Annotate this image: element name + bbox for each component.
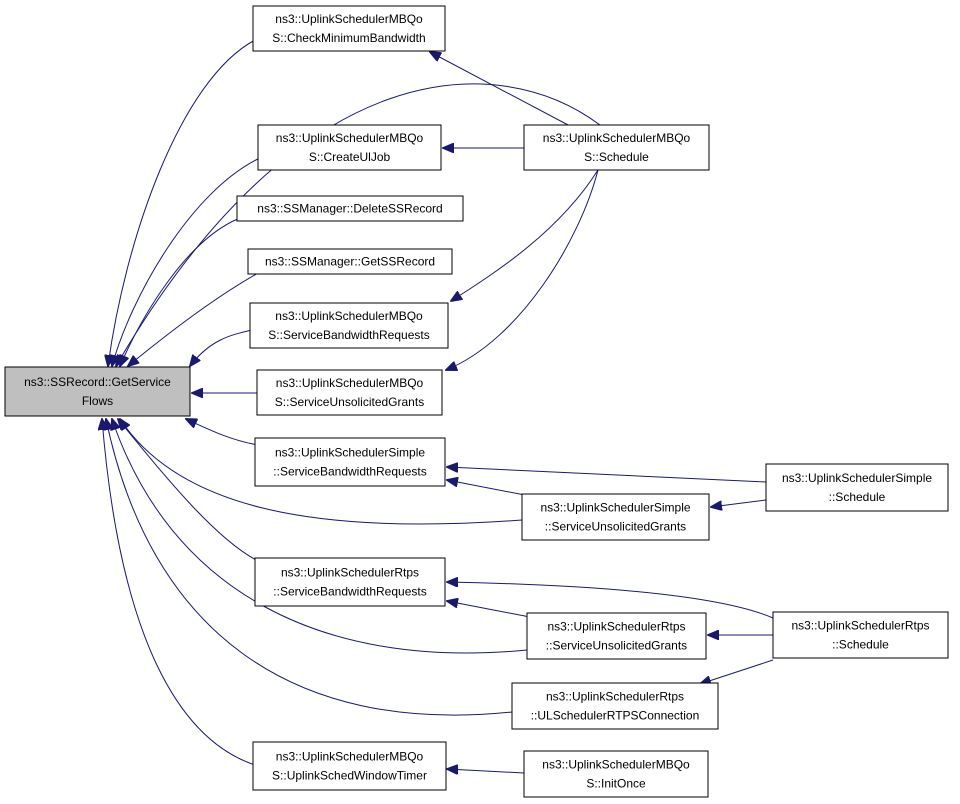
node-label-line: S::InitOnce: [586, 777, 646, 791]
node-rtps-ulconn[interactable]: ns3::UplinkSchedulerRtps::ULSchedulerRTP…: [511, 682, 719, 730]
node-rtps-sug[interactable]: ns3::UplinkSchedulerRtps::ServiceUnsolic…: [526, 612, 707, 660]
node-box: [523, 124, 710, 171]
node-label-line: ns3::UplinkSchedulerMBQo: [275, 309, 423, 323]
node-label-line: ::ServiceUnsolicitedGrants: [545, 520, 686, 534]
edge-rtps-schedule-to-rtps-ulconn: [700, 659, 774, 684]
edge-mbqos-window-to-root: [102, 419, 256, 766]
node-box: [765, 463, 949, 512]
node-label-line: ns3::SSManager::GetSSRecord: [265, 255, 435, 269]
node-label-line: ns3::UplinkSchedulerMBQo: [276, 750, 424, 764]
edge-simple-sbr-to-root: [186, 419, 259, 446]
edge-mbqos-schedule-to-mbqos-sbr: [451, 169, 599, 301]
node-label-line: ::ServiceBandwidthRequests: [273, 585, 426, 599]
edge-ssm-delete-to-root: [120, 217, 241, 366]
node-label-line: ::Schedule: [829, 490, 886, 504]
node-label-line: ::ServiceBandwidthRequests: [273, 465, 426, 479]
node-label-line: ns3::SSRecord::GetService: [24, 375, 171, 389]
node-label-line: ns3::UplinkSchedulerRtps: [281, 566, 419, 580]
node-rtps-schedule[interactable]: ns3::UplinkSchedulerRtps::Schedule: [772, 611, 949, 659]
edge-simple-sug-to-root: [120, 419, 523, 525]
node-label-line: ns3::UplinkSchedulerMBQo: [276, 131, 424, 145]
node-box: [257, 124, 442, 171]
edge-mbqos-createul-to-root: [112, 156, 263, 366]
node-box: [254, 437, 446, 487]
edge-mbqos-schedule-to-root: [116, 83, 601, 366]
node-box: [523, 750, 709, 798]
node-label-line: S::UplinkSchedWindowTimer: [272, 769, 427, 783]
node-box: [252, 741, 447, 791]
node-box: [511, 682, 719, 730]
node-ssm-delete[interactable]: ns3::SSManager::DeleteSSRecord: [236, 195, 464, 222]
node-label-line: S::Schedule: [584, 150, 649, 164]
node-label-line: ns3::UplinkSchedulerSimple: [540, 501, 690, 515]
node-box: [256, 369, 443, 416]
edge-mbqos-checkmin-to-root: [108, 39, 256, 366]
node-mbqos-window[interactable]: ns3::UplinkSchedulerMBQoS::UplinkSchedWi…: [252, 741, 447, 791]
node-label-line: ns3::UplinkSchedulerMBQo: [543, 131, 691, 145]
node-box: [254, 557, 446, 607]
node-label-line: ::ULSchedulerRTPSConnection: [531, 709, 700, 723]
node-rtps-sbr[interactable]: ns3::UplinkSchedulerRtps::ServiceBandwid…: [254, 557, 446, 607]
nodes-layer: ns3::SSRecord::GetServiceFlowsns3::Uplin…: [4, 5, 949, 798]
node-label-line: S::ServiceUnsolicitedGrants: [275, 395, 424, 409]
node-box: [249, 302, 449, 349]
edge-simple-sug-to-simple-sbr: [447, 480, 531, 497]
node-label-line: ::ServiceUnsolicitedGrants: [546, 639, 687, 653]
edge-mbqos-sbr-to-root: [190, 329, 253, 366]
node-label-line: ns3::UplinkSchedulerRtps: [546, 690, 684, 704]
node-box: [521, 493, 710, 541]
edge-mbqos-initonce-to-mbqos-window: [447, 769, 525, 773]
node-label-line: ns3::UplinkSchedulerRtps: [791, 619, 929, 633]
edge-simple-schedule-to-simple-sug: [711, 499, 767, 507]
node-ssm-get[interactable]: ns3::SSManager::GetSSRecord: [247, 248, 453, 275]
node-box: [236, 195, 464, 222]
edge-rtps-ulconn-to-root: [106, 419, 513, 716]
node-label-line: ns3::UplinkSchedulerMBQo: [275, 12, 423, 26]
node-label-line: ns3::SSManager::DeleteSSRecord: [257, 202, 442, 216]
edge-rtps-schedule-to-rtps-sbr: [447, 582, 774, 619]
node-box: [247, 248, 453, 275]
node-box: [252, 5, 446, 52]
node-label-line: ns3::UplinkSchedulerSimple: [782, 471, 932, 485]
node-mbqos-checkmin[interactable]: ns3::UplinkSchedulerMBQoS::CheckMinimumB…: [252, 5, 446, 52]
edge-simple-schedule-to-simple-sbr: [447, 467, 767, 483]
node-simple-sbr[interactable]: ns3::UplinkSchedulerSimple::ServiceBandw…: [254, 437, 446, 487]
node-label-line: S::CreateUlJob: [309, 150, 391, 164]
edge-mbqos-schedule-to-mbqos-sug: [446, 169, 599, 370]
node-label-line: S::CheckMinimumBandwidth: [272, 31, 425, 45]
node-label-line: S::ServiceBandwidthRequests: [268, 328, 429, 342]
edges-layer: [102, 39, 774, 773]
node-mbqos-sug[interactable]: ns3::UplinkSchedulerMBQoS::ServiceUnsoli…: [256, 369, 443, 416]
node-simple-sug[interactable]: ns3::UplinkSchedulerSimple::ServiceUnsol…: [521, 493, 710, 541]
node-mbqos-sbr[interactable]: ns3::UplinkSchedulerMBQoS::ServiceBandwi…: [249, 302, 449, 349]
edge-rtps-sug-to-rtps-sbr: [447, 601, 531, 618]
edge-rtps-sbr-to-root: [118, 419, 261, 563]
node-box: [4, 366, 191, 417]
node-label-line: ns3::UplinkSchedulerMBQo: [542, 758, 690, 772]
edge-mbqos-schedule-to-mbqos-checkmin: [430, 52, 571, 127]
node-box: [772, 611, 949, 659]
node-label-line: ns3::UplinkSchedulerMBQo: [276, 376, 424, 390]
node-label-line: Flows: [82, 394, 113, 408]
node-label-line: ns3::UplinkSchedulerSimple: [275, 446, 425, 460]
node-box: [526, 612, 707, 660]
node-simple-schedule[interactable]: ns3::UplinkSchedulerSimple::Schedule: [765, 463, 949, 512]
edge-ssm-get-to-root: [128, 271, 261, 366]
node-label-line: ns3::UplinkSchedulerRtps: [547, 620, 685, 634]
node-label-line: ::Schedule: [832, 638, 889, 652]
